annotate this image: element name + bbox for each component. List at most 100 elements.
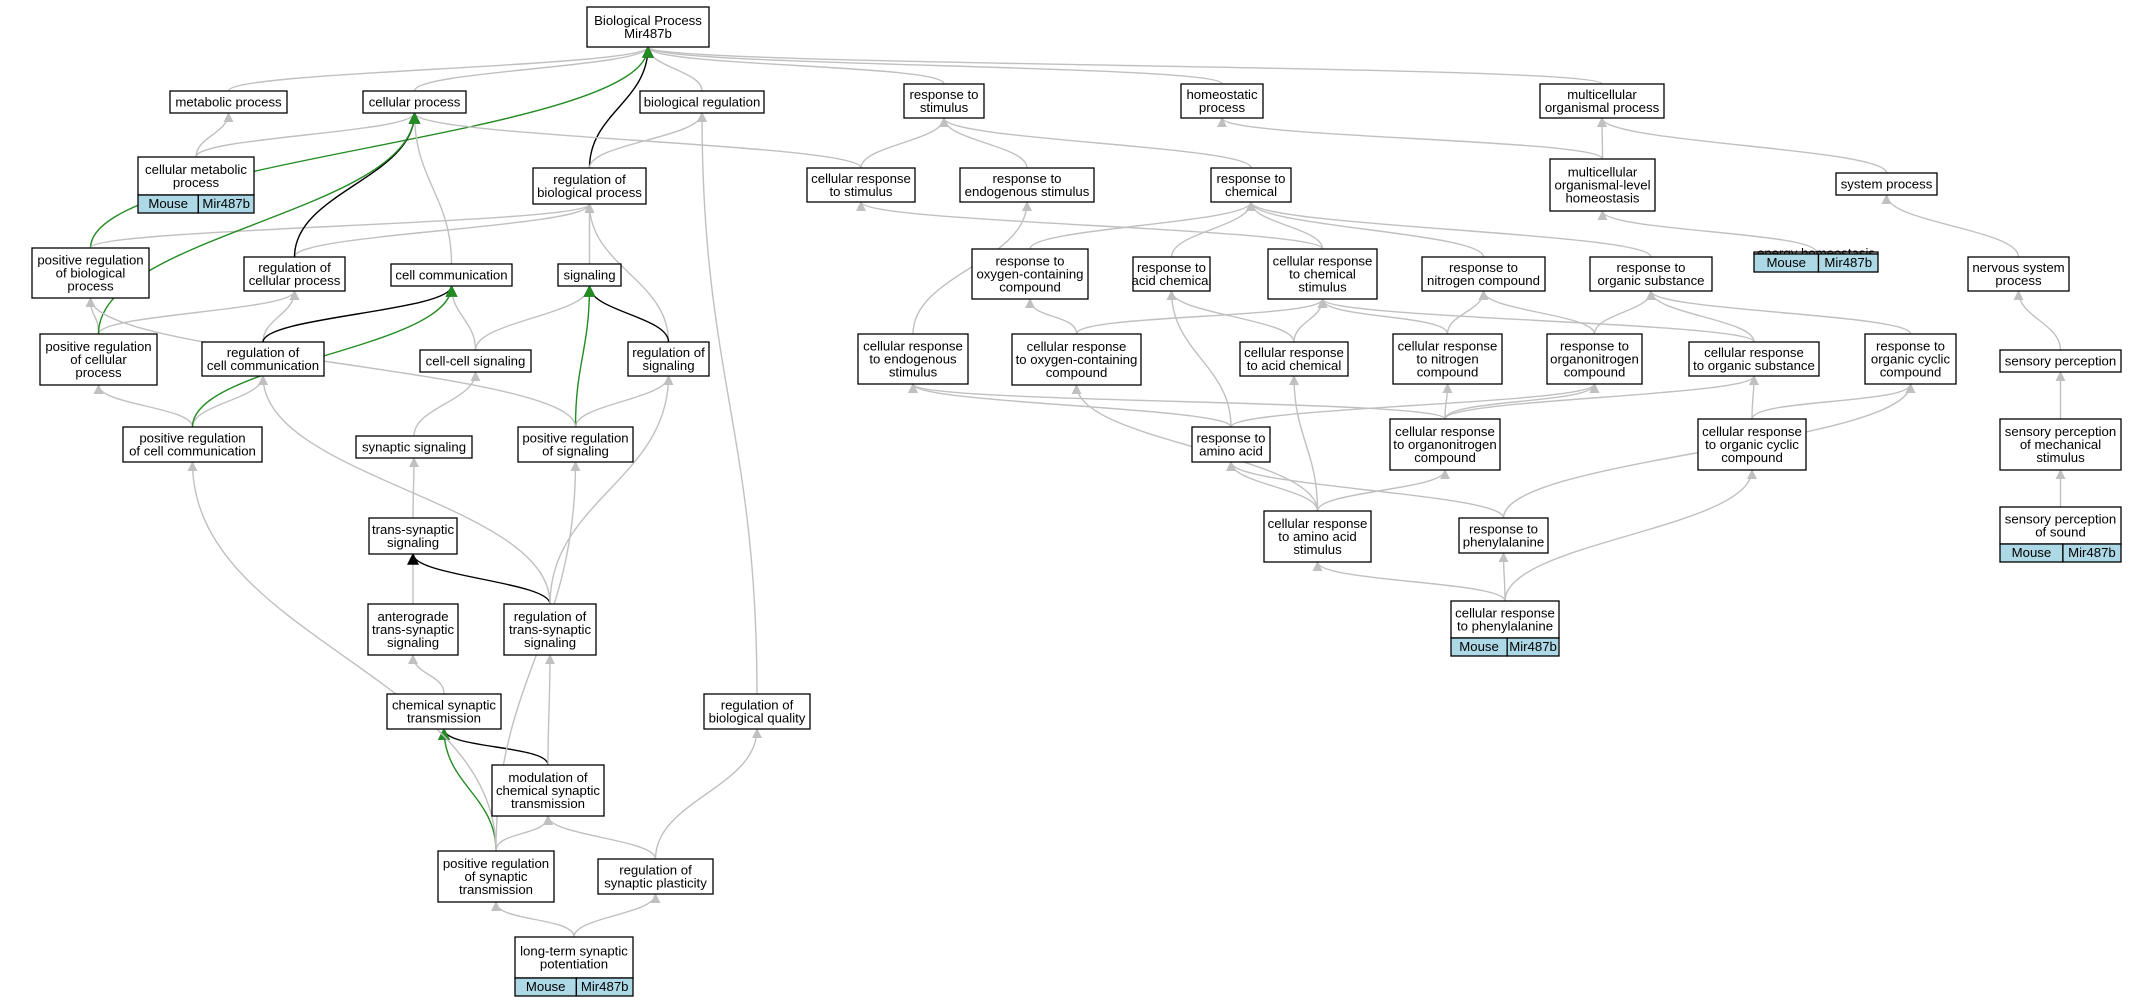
node-sensory-perception[interactable]: sensory perception xyxy=(1999,349,2122,373)
node-system-process[interactable]: system process xyxy=(1835,172,1938,196)
species-label: Mouse xyxy=(148,196,188,211)
edge-cr-organic-to-cr-chemical xyxy=(1317,298,1755,343)
edge-reg-synaptic-plasticity-to-reg-biological-quality xyxy=(654,728,762,860)
node-box xyxy=(362,90,467,114)
node-cell-communication[interactable]: cell communication xyxy=(390,263,513,287)
edge-sensory-perception-to-nervous-system xyxy=(2013,290,2062,351)
node-label: biological process xyxy=(537,185,642,200)
node-synaptic-signaling[interactable]: synaptic signaling xyxy=(355,435,473,459)
edge-mo-homeostasis-to-homeostatic xyxy=(1217,117,1604,160)
node-box xyxy=(122,426,263,463)
node-label: amino acid xyxy=(1199,444,1263,459)
edge-reg-synaptic-plasticity-to-modulation-chemical xyxy=(543,815,657,860)
node-box xyxy=(857,333,969,385)
node-label: homeostasis xyxy=(1565,191,1639,206)
node-box xyxy=(31,247,150,299)
node-biological-regulation[interactable]: biological regulation xyxy=(639,90,765,114)
node-box xyxy=(386,693,502,730)
node-cellular-process[interactable]: cellular process xyxy=(362,90,467,114)
node-label: signaling xyxy=(524,635,576,650)
node-label: cellular response xyxy=(1455,606,1555,621)
node-label: to organonitrogen xyxy=(1393,437,1496,452)
node-label: positive regulation xyxy=(37,253,143,268)
node-label: compound xyxy=(999,280,1061,295)
edge-response-nitrogen-to-response-chemical xyxy=(1246,201,1485,258)
node-box xyxy=(959,167,1095,203)
node-box xyxy=(517,426,634,463)
node-metabolic[interactable]: metabolic process xyxy=(169,90,288,114)
node-label: regulation of xyxy=(227,345,300,360)
node-label: cellular response xyxy=(1244,345,1344,360)
edge-cr-phenylalanine-to-cr-amino xyxy=(1312,561,1506,602)
edge-cellular-process-to-bp xyxy=(413,46,653,92)
edge-synaptic-signaling-to-cell-cell-signaling xyxy=(413,371,481,437)
edge-system-process-to-multicellular-organismal xyxy=(1597,117,1888,174)
edge-reg-biological-quality-to-biological-regulation xyxy=(697,112,758,695)
node-box xyxy=(1389,418,1501,471)
node-box xyxy=(243,256,346,292)
gene-label: Mir487b xyxy=(1509,639,1557,654)
node-label: cellular response xyxy=(1398,339,1498,354)
node-box xyxy=(1697,418,1807,471)
node-label: response to xyxy=(993,171,1062,186)
edge-modulation-chemical-to-chemical-synaptic xyxy=(438,727,549,766)
node-label: of signaling xyxy=(542,444,609,459)
node-label: organismal process xyxy=(1545,100,1660,115)
node-box xyxy=(1549,158,1656,212)
node-signaling[interactable]: signaling xyxy=(557,263,622,287)
edge-cellular-metabolic-to-metabolic xyxy=(195,112,234,158)
node-cell-cell-signaling[interactable]: cell-cell signaling xyxy=(419,349,532,373)
node-label: acid chemical xyxy=(1132,273,1212,288)
node-label: response to xyxy=(1449,260,1518,275)
